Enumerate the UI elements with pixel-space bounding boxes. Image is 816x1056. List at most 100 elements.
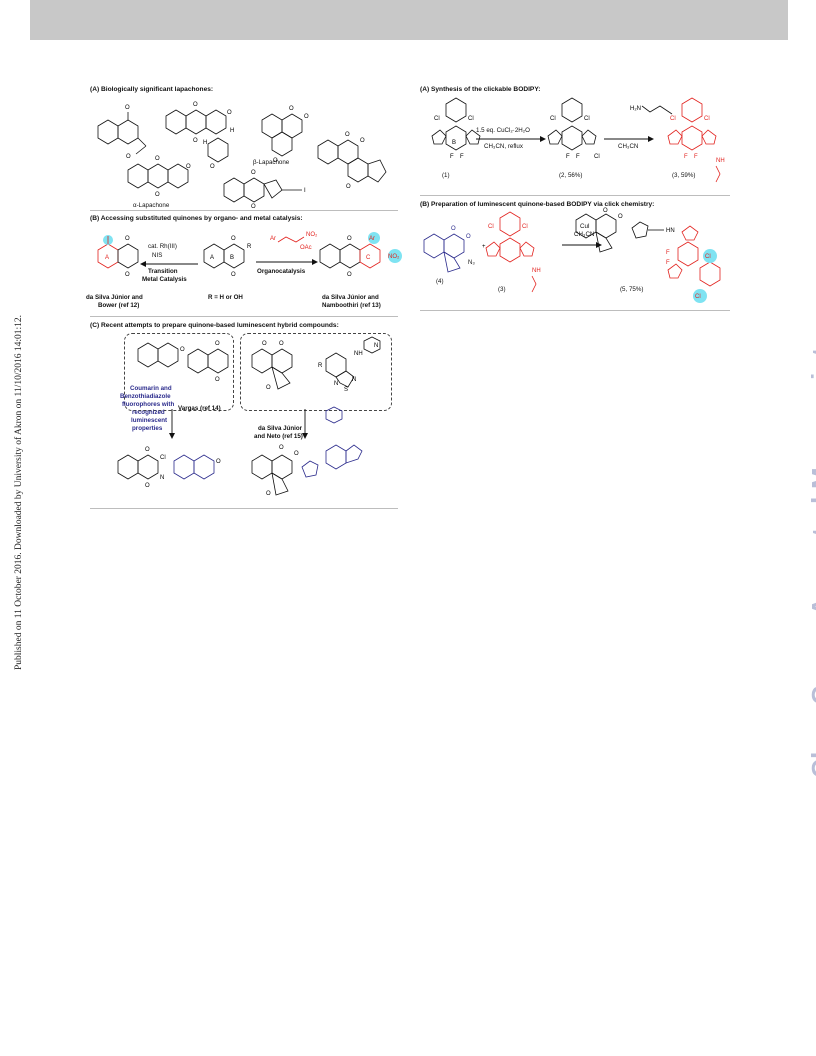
svg-text:O: O xyxy=(273,158,278,164)
chlorination-arrow xyxy=(476,136,546,142)
cucl2-reagent: 1.5 eq. CuCl₂·2H₂O xyxy=(476,127,530,134)
svg-text:Cl: Cl xyxy=(522,224,528,230)
click-arrow xyxy=(562,242,602,248)
svg-text:Cl: Cl xyxy=(468,116,474,122)
svg-text:O: O xyxy=(251,204,256,210)
top-header-bar xyxy=(30,0,788,40)
svg-text:F: F xyxy=(460,154,464,160)
svg-text:N: N xyxy=(160,475,164,481)
svg-text:NH: NH xyxy=(532,268,541,274)
benzothiadiazole-label: Benzothiadiazole xyxy=(120,393,171,400)
svg-text:O: O xyxy=(346,184,351,190)
svg-text:Ar: Ar xyxy=(270,236,276,242)
svg-text:Cl: Cl xyxy=(550,116,556,122)
svg-text:A: A xyxy=(105,255,109,261)
lapachone-structures: O O OOO OHH OO O OO O OOO OOI xyxy=(97,102,387,210)
svg-text:Cl: Cl xyxy=(434,116,440,122)
svg-text:F: F xyxy=(666,250,670,256)
svg-text:O: O xyxy=(125,105,130,111)
compound-1-label: (1) xyxy=(442,172,450,179)
svg-text:O: O xyxy=(210,164,215,170)
svg-text:H₂N: H₂N xyxy=(630,106,641,112)
fluorophores-label: fluorophores with xyxy=(122,401,175,408)
compound-2-label: (2, 56%) xyxy=(559,172,583,179)
compound-3b-label: (3) xyxy=(498,286,506,293)
svg-text:O: O xyxy=(345,132,350,138)
svg-text:N: N xyxy=(374,343,378,349)
svg-text:O: O xyxy=(279,341,284,347)
metal-catalysis-label: Metal Catalysis xyxy=(142,276,187,283)
svg-text:Cl: Cl xyxy=(594,154,600,160)
rh-catalyst-label: cat. Rh(III) xyxy=(148,243,177,250)
svg-text:O: O xyxy=(231,272,236,278)
svg-text:O: O xyxy=(360,138,365,144)
ch3cn-click-reagent: CH₃CN xyxy=(574,231,595,238)
transition-label: Transition xyxy=(148,268,178,275)
svg-text:Cl: Cl xyxy=(160,455,166,461)
ref12-line2: Bower (ref 12) xyxy=(98,302,140,309)
svg-text:O: O xyxy=(216,459,221,465)
svg-text:F: F xyxy=(684,154,688,160)
svg-text:R: R xyxy=(247,244,252,250)
r-substituent-label: R = H or OH xyxy=(208,294,243,301)
svg-text:O: O xyxy=(251,170,256,176)
beta-lapachone-label: β-Lapachone xyxy=(253,159,290,166)
svg-text:F: F xyxy=(450,154,454,160)
svg-text:O: O xyxy=(262,341,267,347)
svg-text:F: F xyxy=(566,154,570,160)
reflux-reagent: CH₃CN, reflux xyxy=(484,143,523,150)
svg-text:OAc: OAc xyxy=(300,245,312,251)
divider-b-c xyxy=(90,316,398,317)
transition-metal-arrow xyxy=(140,261,198,267)
svg-text:O: O xyxy=(227,110,232,116)
quinone-box xyxy=(240,333,392,411)
svg-text:F: F xyxy=(694,154,698,160)
organocatalysis-arrow xyxy=(256,259,318,265)
svg-text:Ar: Ar xyxy=(369,236,375,242)
amination-arrow xyxy=(604,136,654,142)
svg-text:Cl: Cl xyxy=(584,116,590,122)
svg-text:O: O xyxy=(279,445,284,451)
svg-text:F: F xyxy=(666,260,670,266)
svg-text:Cl: Cl xyxy=(704,116,710,122)
publication-notice: Published on 11 October 2016. Downloaded… xyxy=(14,315,24,670)
svg-text:O: O xyxy=(193,102,198,108)
alpha-lapachone-label: α-Lapachone xyxy=(133,202,170,209)
compound-4-label: (4) xyxy=(436,278,444,285)
right-divider-bottom xyxy=(420,310,730,311)
svg-text:B: B xyxy=(230,255,234,261)
svg-text:H: H xyxy=(230,128,234,134)
right-section-a-title: (A) Synthesis of the clickable BODIPY: xyxy=(420,86,541,93)
svg-text:H: H xyxy=(203,140,207,146)
organocatalysis-label: Organocatalysis xyxy=(257,268,306,275)
svg-text:B: B xyxy=(452,140,456,146)
svg-text:O: O xyxy=(145,447,150,453)
svg-text:N₃: N₃ xyxy=(468,260,475,266)
svg-text:O: O xyxy=(125,236,130,242)
svg-text:NO₂: NO₂ xyxy=(306,232,318,238)
svg-text:O: O xyxy=(466,234,471,240)
svg-text:NO₂: NO₂ xyxy=(388,254,400,260)
dasilva-arrow xyxy=(302,409,308,439)
svg-text:I: I xyxy=(304,188,306,194)
divider-a-b xyxy=(90,210,398,211)
right-divider-a-b xyxy=(420,195,730,196)
ch3cn-reagent: CH₃CN xyxy=(618,143,639,150)
cui-reagent: CuI xyxy=(580,223,590,230)
section-c-title: (C) Recent attempts to prepare quinone-b… xyxy=(90,322,339,329)
svg-text:Cl: Cl xyxy=(705,254,711,260)
svg-text:HN: HN xyxy=(666,228,675,234)
section-b-title: (B) Accessing substituted quinones by or… xyxy=(90,215,303,222)
svg-text:R: R xyxy=(318,363,323,369)
svg-text:O: O xyxy=(186,164,191,170)
luminescent-label: luminescent xyxy=(131,417,168,424)
svg-text:O: O xyxy=(145,483,150,489)
svg-text:O: O xyxy=(347,236,352,242)
section-a-title: (A) Biologically significant lapachones: xyxy=(90,86,214,93)
compound-5-label: (5, 75%) xyxy=(620,286,644,293)
properties-label: properties xyxy=(132,425,163,432)
right-section-b-title: (B) Preparation of luminescent quinone-b… xyxy=(420,201,655,208)
svg-text:Cl: Cl xyxy=(695,294,701,300)
fluorophore-box xyxy=(124,333,234,411)
